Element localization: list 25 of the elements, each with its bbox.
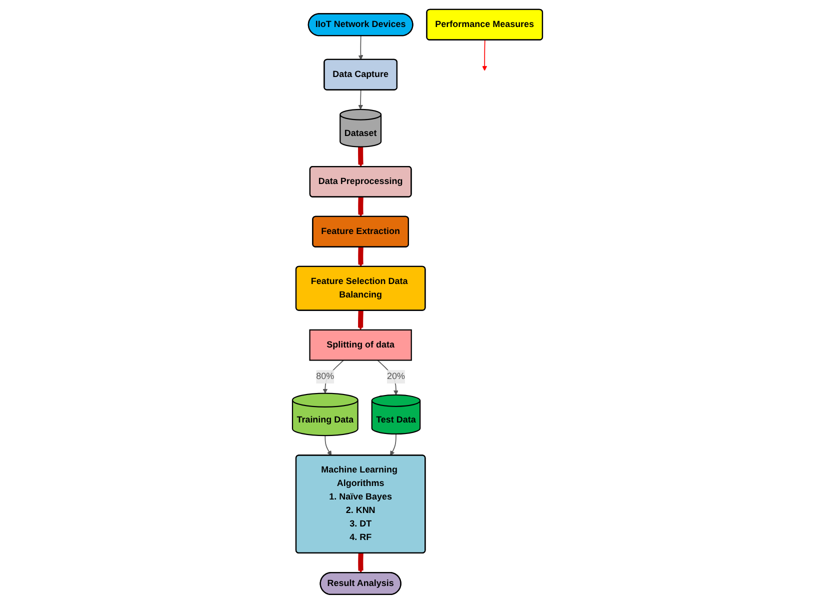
process-box: Performance Measures	[426, 8, 544, 40]
database-cylinder: Test Data	[371, 394, 421, 435]
arrow	[358, 196, 364, 217]
oval-node: Result Analysis	[320, 572, 402, 596]
arrow	[358, 552, 364, 574]
arrow	[324, 435, 332, 456]
process-box: Splitting of data	[309, 329, 412, 361]
edge-label: 80%	[316, 370, 334, 384]
arrow	[358, 90, 364, 110]
arrow	[358, 246, 364, 267]
arrow	[358, 310, 364, 330]
process-box: Machine Learning Algorithms 1. Naïve Bayes 2. KNN 3. DT 4. RF	[295, 454, 426, 554]
database-cylinder: Dataset	[340, 108, 382, 148]
edge-label: 20%	[387, 370, 405, 384]
arrow	[322, 360, 344, 394]
arrow	[390, 434, 396, 456]
oval-node: IIoT Network Devices	[308, 13, 414, 36]
process-box: Feature Extraction	[312, 216, 410, 248]
database-cylinder: Training Data	[292, 392, 358, 436]
arrow	[358, 146, 364, 167]
arrow	[358, 35, 364, 60]
arrow	[482, 40, 488, 71]
process-box: Data Capture	[324, 58, 398, 90]
process-box: Data Preprocessing	[309, 166, 412, 198]
process-box: Feature Selection Data Balancing	[295, 266, 426, 311]
